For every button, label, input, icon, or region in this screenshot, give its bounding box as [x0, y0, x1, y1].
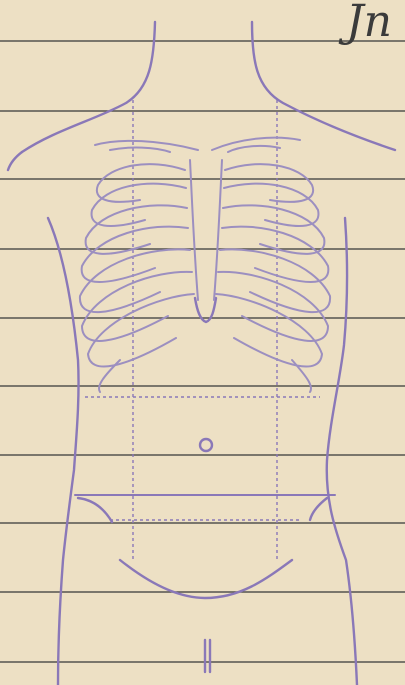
- body-outline: [8, 22, 395, 685]
- ribcage: [80, 138, 330, 392]
- handwritten-note: Jn: [346, 0, 392, 44]
